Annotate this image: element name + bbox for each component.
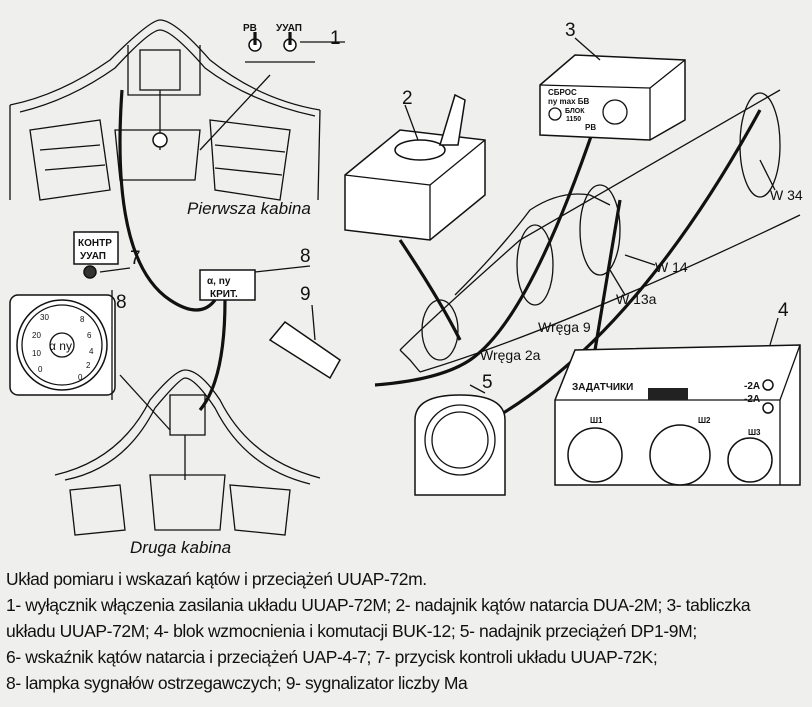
callout-1: 1 <box>330 28 341 49</box>
first-cockpit-drawing <box>9 19 321 201</box>
gauge-center-label: α nу <box>49 339 72 353</box>
gauge-tick: 2 <box>86 361 91 370</box>
gauge-tick: 30 <box>40 313 49 322</box>
sh2-label: Ш2 <box>698 416 711 425</box>
kontr-button-7 <box>73 231 131 279</box>
caption-line: 1- wyłącznik włączenia zasilania układu … <box>6 595 751 615</box>
sh1-label: Ш1 <box>590 416 603 425</box>
caption-line: układu UUAP-72M; 4- blok wzmocnienia i k… <box>6 621 697 641</box>
minus2a-label-1: -2A <box>744 381 760 392</box>
block-4 <box>554 317 801 486</box>
cable <box>593 199 622 351</box>
lamp-label-bottom: КРИТ. <box>210 289 238 300</box>
uuap-diagram: РВ УУАП 1 2 3 4 5 7 8 8 9 Pierwsza kabin… <box>9 19 803 557</box>
figure-caption: Układ pomiaru i wskazań kątów i przeciąż… <box>6 566 806 696</box>
aircraft-fuselage <box>399 89 801 373</box>
first-cockpit-label: Pierwsza kabina <box>187 199 311 218</box>
cable <box>374 109 602 387</box>
callout-3: 3 <box>565 20 576 41</box>
nymax-label: nу max БВ <box>548 97 590 106</box>
gauge-tick: 8 <box>80 315 85 324</box>
aoa-sensor-2 <box>344 93 486 241</box>
cable <box>118 89 217 312</box>
frame-wrega9-label: Wręga 9 <box>538 319 591 335</box>
second-cockpit-drawing <box>54 369 321 536</box>
rv-label: РВ <box>243 23 257 34</box>
cable <box>398 239 462 341</box>
mach-signaller-9 <box>268 304 341 380</box>
gauge-tick: 0 <box>38 365 43 374</box>
panel-3 <box>539 37 686 141</box>
caption-line: 8- lampka sygnałów ostrzegawczych; 9- sy… <box>6 673 468 693</box>
uuap-label: УУАП <box>276 23 302 34</box>
frame-w34-label: W 34 <box>770 187 803 203</box>
gauge-tick: 20 <box>32 331 41 340</box>
aoa-g-indicator <box>9 294 116 396</box>
gauge-tick: 10 <box>32 349 41 358</box>
blok-label: БЛОК <box>565 108 585 115</box>
second-cockpit-label: Druga kabina <box>130 538 231 557</box>
callout-9: 9 <box>300 284 311 305</box>
cable <box>499 109 762 417</box>
gauge-tick: 0 <box>78 373 83 382</box>
cable <box>198 299 227 412</box>
gauge-tick: 6 <box>87 331 92 340</box>
gauge-tick: 4 <box>89 347 94 356</box>
callout-8-lamp: 8 <box>300 246 311 267</box>
callout-2: 2 <box>402 88 413 109</box>
frame-w14-label: W 14 <box>655 259 688 275</box>
frame-w13a-label: W 13a <box>616 291 657 307</box>
frame-wrega2a-label: Wręga 2a <box>480 347 541 363</box>
sbros-label: СБРОС <box>548 88 577 97</box>
callout-4: 4 <box>778 300 789 321</box>
warning-lamp-8 <box>111 265 311 400</box>
lamp-label-top: α, nу <box>207 276 231 287</box>
callout-5: 5 <box>482 372 493 393</box>
kontr-label: КОНТР <box>78 238 112 249</box>
v1150-label: 1150 <box>566 116 581 123</box>
caption-line: 6- wskaźnik kątów natarcia i przeciążeń … <box>6 647 658 667</box>
kontr-uuap-label: УУАП <box>80 251 106 262</box>
sh3-label: Ш3 <box>748 428 761 437</box>
g-sensor-5 <box>414 384 506 496</box>
callout-8-gauge: 8 <box>116 292 127 313</box>
caption-title: Układ pomiaru i wskazań kątów i przeciąż… <box>6 569 427 589</box>
callout-7: 7 <box>130 248 141 269</box>
minus2a-label-2: -2A <box>744 394 760 405</box>
zadatchiki-label: ЗАДАТЧИКИ <box>572 382 633 393</box>
power-switch-1 <box>199 32 345 151</box>
rv2-label: РВ <box>585 123 596 132</box>
